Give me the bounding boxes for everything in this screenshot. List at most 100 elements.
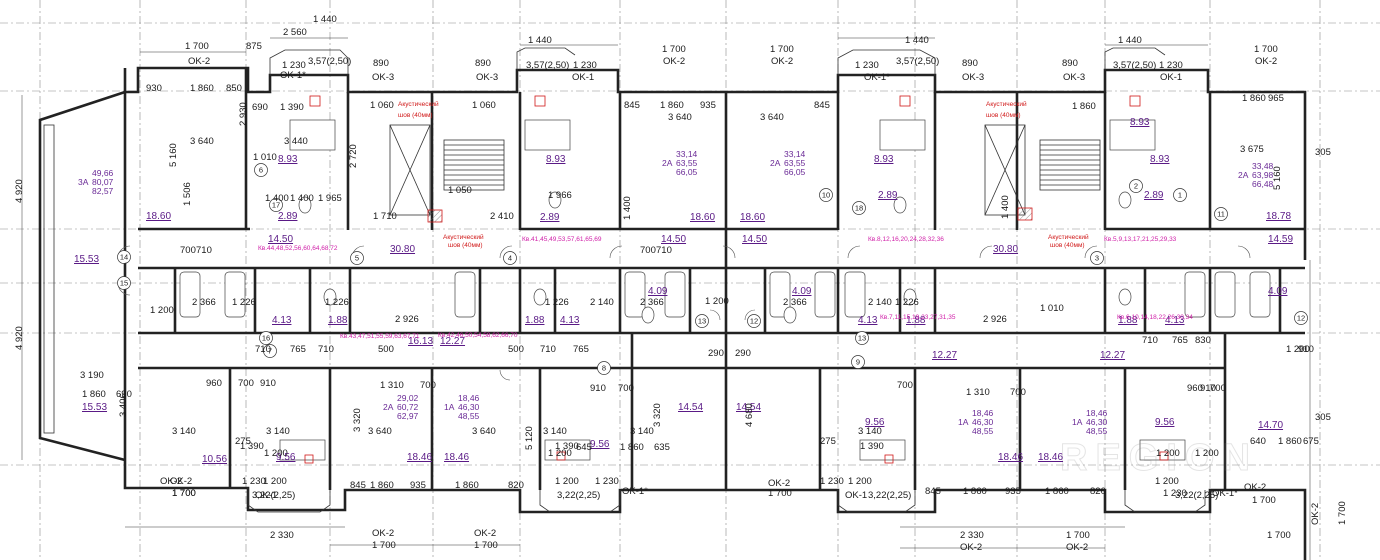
top-dimension-label: OK-3	[476, 72, 498, 83]
dimension-label: 275	[235, 436, 251, 447]
dimension-label: 305	[1315, 147, 1331, 158]
top-dimension-label: OK-2	[771, 56, 793, 67]
dimension-label: 845	[814, 100, 830, 111]
apartment-gross-area: 66,48	[1252, 179, 1274, 189]
bottom-dimension-label: 1 860	[963, 486, 987, 497]
room-area: 8.93	[1130, 117, 1150, 128]
dimension-label: 2 926	[395, 314, 419, 325]
top-dimension-label: 890	[475, 58, 491, 69]
room-area: 1.88	[906, 315, 926, 326]
room-number-marker	[1090, 251, 1104, 265]
room-number-marker	[851, 355, 865, 369]
doors	[117, 245, 1251, 381]
bottom-dimension-label: OK-2	[474, 528, 496, 539]
dimension-label: 935	[700, 100, 716, 111]
bottom-dimension-label: 1 700	[474, 540, 498, 551]
bottom-dimension-label: 1 230	[820, 476, 844, 487]
apartment-type: 2A	[662, 158, 673, 168]
bottom-dimension-label: 1 700	[172, 488, 196, 499]
dimension-label: 1 506	[182, 182, 193, 206]
dimension-label: 3 640	[190, 136, 214, 147]
dimension-label: 1 060	[472, 100, 496, 111]
dimension-lines	[21, 37, 1311, 560]
dimension-label: 3 140	[266, 426, 290, 437]
dimension-label: 1 860	[620, 442, 644, 453]
room-number: 4	[508, 254, 512, 263]
dimension-label: 2 366	[192, 297, 216, 308]
room-area: 8.93	[1150, 154, 1170, 165]
apartment-gross-area: 82,57	[92, 186, 114, 196]
bottom-dimension-label: 1 700	[172, 488, 196, 499]
top-dimension-label: 1 230	[573, 60, 597, 71]
dimension-label: 910	[260, 378, 276, 389]
room-area: 4.13	[1165, 315, 1185, 326]
room-area: 2.89	[540, 212, 560, 223]
top-dimension-label: 1 700	[770, 44, 794, 55]
dimension-label: 5 160	[168, 143, 179, 167]
room-area: 4.13	[272, 315, 292, 326]
dimension-label: 700	[238, 378, 254, 389]
dimension-label: 690	[116, 389, 132, 400]
room-area: 18.78	[1266, 211, 1291, 222]
room-number: 18	[855, 204, 863, 213]
apartment-numbers: Кв.43,47,51,55,59,63,67,71	[340, 333, 420, 340]
room-area: 4.13	[560, 315, 580, 326]
dimension-label: 1 010	[253, 152, 277, 163]
bottom-dimension-label: 845	[350, 480, 366, 491]
room-area: 15.53	[82, 402, 107, 413]
room-area: 18.60	[690, 212, 715, 223]
bottom-dimension-label: 2 330	[270, 530, 294, 541]
dimension-label: 2 410	[490, 211, 514, 222]
dimension-label: 3 140	[858, 426, 882, 437]
top-dimension-label: OK-1*	[864, 72, 890, 83]
bottom-dimension-label: 1 230	[242, 476, 266, 487]
room-number-marker	[254, 163, 268, 177]
dimension-label: 3 140	[630, 426, 654, 437]
room-number-marker	[1129, 179, 1143, 193]
dimension-label: 710	[656, 245, 672, 256]
bottom-dimension-label: OK-2	[160, 476, 182, 487]
room-area: 12.27	[440, 336, 465, 347]
room-number: 16	[262, 334, 270, 343]
room-number-marker	[855, 331, 869, 345]
acoustic-seam-note: Акустический	[443, 233, 484, 241]
dimension-label: 3 140	[543, 426, 567, 437]
apartment-gross-area: 66,05	[676, 167, 698, 177]
top-dimension-label: 890	[373, 58, 389, 69]
room-area: 18.46	[444, 452, 469, 463]
acoustic-seam-note: шов (40мм)	[1050, 242, 1085, 249]
apartment-numbers: Кв.8,12,16,20,24,28,32,36	[868, 236, 944, 243]
dimension-label: 1 226	[545, 297, 569, 308]
apartment-type: 1A	[1072, 417, 1083, 427]
dimension-label: 1 200	[264, 448, 288, 459]
top-dimension-label: 3,57(2,50)	[308, 56, 351, 67]
dimension-label: 1 200	[705, 296, 729, 307]
room-area: 15.53	[74, 254, 99, 265]
dimension-label: 275	[820, 436, 836, 447]
dimension-label: 1 226	[325, 297, 349, 308]
room-number: 9	[856, 358, 860, 367]
dimension-label: 1 050	[448, 185, 472, 196]
dimension-label: 2 366	[783, 297, 807, 308]
bottom-dimension-label: OK-2	[960, 542, 982, 553]
acoustic-seam-note: шов (40мм)	[986, 112, 1021, 119]
bottom-dimension-label: 1 230	[1163, 488, 1187, 499]
top-dimension-label: OK-1*	[280, 70, 306, 81]
room-number: 13	[858, 334, 866, 343]
dimension-label: 1 226	[232, 297, 256, 308]
dimension-label: 910	[1200, 383, 1216, 394]
dimension-label: 830	[1195, 335, 1211, 346]
top-dimension-label: 1 440	[528, 35, 552, 46]
dimension-label: 4 680	[744, 403, 755, 427]
dimension-label: 3 640	[472, 426, 496, 437]
bottom-dimension-label: 1 230	[595, 476, 619, 487]
dimension-label: 1 965	[318, 193, 342, 204]
top-dimension-label: 890	[1062, 58, 1078, 69]
dimension-label: 1 400	[265, 193, 289, 204]
dimension-label: 2 720	[348, 144, 359, 168]
apartment-living-area: 33,14	[676, 149, 698, 159]
room-number: 1	[1178, 191, 1182, 200]
stairwell-right	[984, 124, 1101, 221]
